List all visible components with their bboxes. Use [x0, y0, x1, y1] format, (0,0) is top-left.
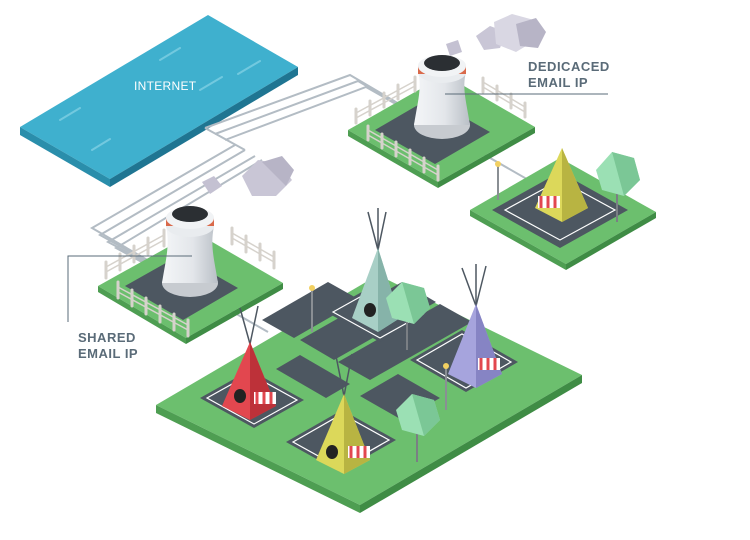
internet-label: INTERNET: [134, 79, 197, 93]
shared-ip-label-line1: SHARED: [78, 330, 136, 345]
shared-server: [98, 206, 283, 344]
tent-red: [222, 305, 276, 420]
dedicated-ip-label: DEDICACED EMAIL IP: [528, 59, 610, 91]
internet-block: [20, 15, 298, 187]
tree-lower: [396, 394, 440, 462]
shared-ip-label: SHARED EMAIL IP: [78, 330, 138, 362]
street-lamps: [309, 285, 449, 410]
dedicated-ip-label-line2: EMAIL IP: [528, 75, 589, 90]
smoke-cloud-dedicated: [446, 14, 546, 56]
dedicated-ip-label-line1: DEDICACED: [528, 59, 610, 74]
callout-lines: [67, 93, 608, 322]
tent-purple: [448, 264, 502, 388]
tent-yellow: [316, 353, 370, 474]
dedicated-server: [348, 55, 535, 188]
smoke-cloud-shared: [202, 156, 294, 196]
shared-ip-label-line2: EMAIL IP: [78, 346, 139, 361]
tree-middle: [386, 282, 430, 350]
city-block-upper-right: [470, 148, 656, 270]
